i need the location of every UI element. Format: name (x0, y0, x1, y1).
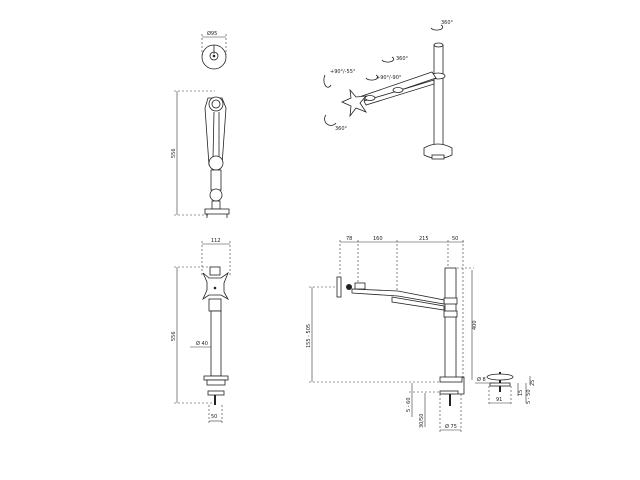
pole-height-label: 400 (472, 320, 478, 330)
side-height-label: 556 (171, 148, 177, 158)
grommet-width-label: 91 (496, 397, 502, 403)
grommet-detail: Ø 8 91 15 5 - 50 25 (475, 372, 536, 406)
height-range-label: 155 - 505 (306, 324, 312, 348)
front-height-label: 556 (171, 331, 177, 341)
joint-rotation-label: +90°/-90° (376, 75, 402, 81)
bolt-diameter-label: Ø 8 (477, 376, 486, 383)
front-view: 112 556 Ø 40 50 (171, 238, 231, 424)
dim-160: 160 (373, 236, 383, 242)
clamp-depth-label: 30/50 (419, 414, 425, 428)
top-diameter-label: Ø95 (207, 30, 217, 37)
clamp-width-label: 50 (211, 414, 217, 420)
arm-rotation-label: 360° (396, 56, 409, 62)
pole-rotation-label: 360° (441, 20, 454, 26)
base-diameter-label: Ø 75 (445, 423, 457, 430)
top-view: Ø95 (201, 30, 227, 70)
grommet-d1-label: 15 (518, 390, 524, 396)
grommet-d2-label: 5 - 50 (526, 389, 532, 404)
grommet-d3-label: 25 (530, 380, 536, 386)
plate-rotation-label: 360° (335, 126, 348, 132)
dim-50: 50 (452, 236, 458, 242)
side-view: 556 (171, 90, 230, 218)
tilt-rotation-label: +90°/-55° (330, 69, 356, 75)
dim-215: 215 (419, 236, 429, 242)
dim-78: 78 (346, 236, 352, 242)
pole-diameter-label: Ø 40 (196, 340, 208, 347)
desk-thickness-label: 5 - 60 (406, 397, 412, 412)
iso-view: 360° 360° +90°/-90° +90°/-55° 360° (323, 20, 454, 160)
front-width-label: 112 (211, 238, 221, 244)
profile-view: 78 160 215 50 400 155 - 505 5 - 60 30/50… (306, 236, 478, 433)
